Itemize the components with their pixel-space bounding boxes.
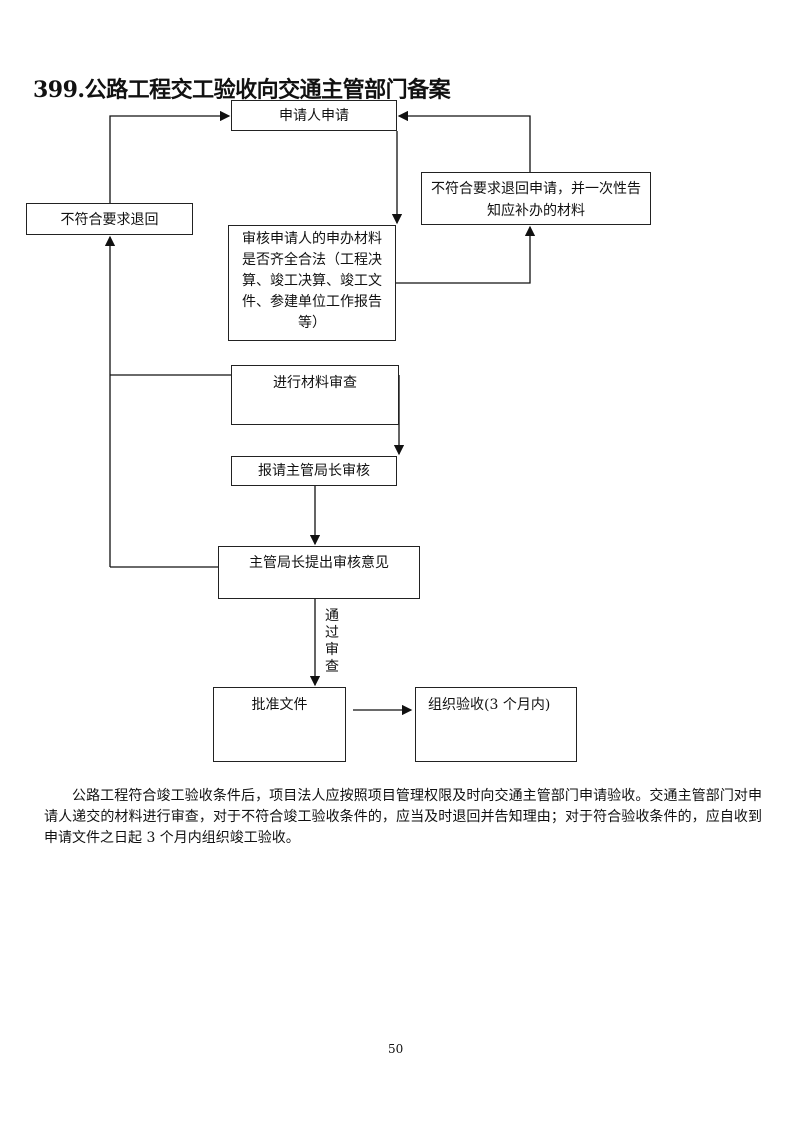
page-title: 399.公路工程交工验收向交通主管部门备案 [33,77,451,103]
box-apply: 申请人申请 [231,100,397,131]
pass-label: 通过审查 [325,608,339,675]
box-reject-right: 不符合要求退回申请，并一次性告知应补办的材料 [421,172,651,225]
box-opinion: 主管局长提出审核意见 [218,546,420,599]
box-reject-left: 不符合要求退回 [26,203,193,235]
arrow-reject-left-to-apply [109,110,231,203]
box-material-check: 进行材料审查 [231,365,399,425]
arrow-review-to-reject-right [396,225,536,284]
box-approve: 批准文件 [213,687,346,762]
box-organize: 组织验收(3 个月内) [415,687,577,762]
box-review: 审核申请人的申办材料是否齐全合法（工程决算、竣工决算、竣工文件、参建单位工作报告… [228,225,396,341]
body-paragraph: 公路工程符合竣工验收条件后，项目法人应按照项目管理权限及时向交通主管部门申请验收… [44,788,762,846]
page-number: 50 [388,1042,404,1056]
box-report: 报请主管局长审核 [231,456,397,486]
arrow-reject-right-to-apply [397,110,531,172]
